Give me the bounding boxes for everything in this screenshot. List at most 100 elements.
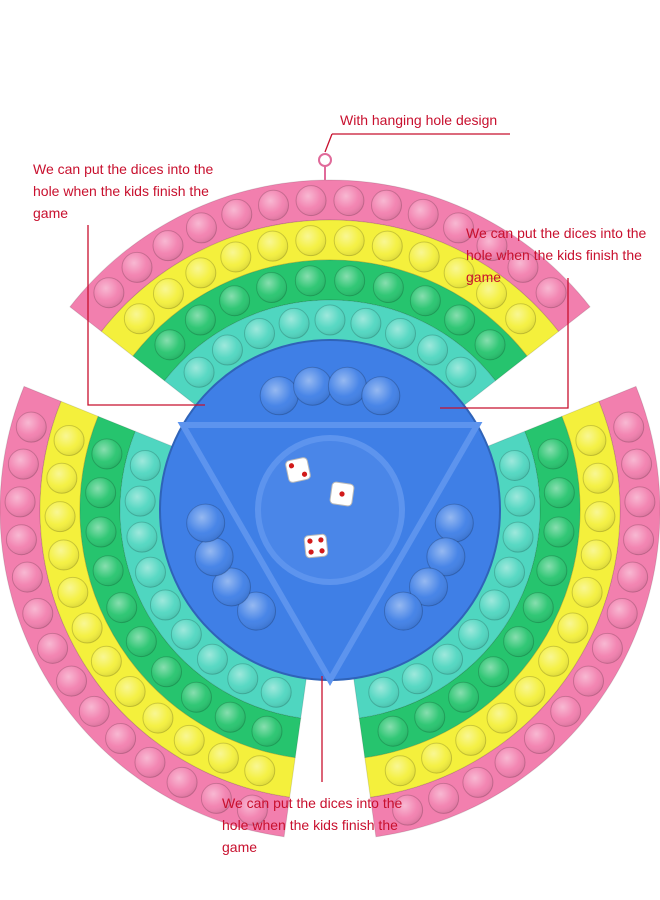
pop-bubble-shine: [244, 318, 275, 349]
pop-bubble-shine: [495, 747, 526, 778]
pop-bubble-shine: [174, 725, 205, 756]
pop-bubble-shine: [256, 272, 287, 303]
callout-leader-line: [87, 225, 205, 406]
pop-bubble-shine: [385, 755, 416, 786]
pop-bubble-large-shine: [212, 567, 251, 606]
pop-bubble-shine: [151, 656, 182, 687]
pop-bubble-shine: [135, 557, 166, 588]
pop-bubble-shine: [334, 225, 365, 256]
pop-bubble-large-shine: [361, 376, 400, 415]
pop-bubble-shine: [499, 450, 530, 481]
die-pip: [301, 471, 308, 477]
pop-bubble-shine: [153, 230, 184, 261]
pop-bubble-shine: [227, 663, 258, 694]
pop-bubble-shine: [124, 303, 155, 334]
pop-bubble-shine: [613, 412, 644, 443]
pop-bubble-shine: [91, 646, 122, 677]
pop-bubble-shine: [208, 743, 239, 774]
pop-bubble-shine: [514, 676, 545, 707]
pop-bubble-shine: [402, 663, 433, 694]
pop-bubble-shine: [186, 212, 217, 243]
pop-bubble-shine: [72, 613, 103, 644]
pop-bubble-shine: [428, 783, 459, 814]
die-pip: [339, 491, 345, 497]
pop-bubble-shine: [414, 702, 445, 733]
pop-bubble-shine: [181, 682, 212, 713]
pop-bubble-shine: [607, 598, 638, 629]
pop-bubble-large-shine: [384, 592, 423, 631]
pop-bubble-shine: [185, 257, 216, 288]
pop-bubble-shine: [621, 449, 652, 480]
pop-bubble-shine: [494, 557, 525, 588]
pop-bubble-large-shine: [186, 504, 225, 543]
callout-dice-hole-left: We can put the dices into the hole when …: [33, 158, 213, 224]
pop-bubble-large-shine: [195, 537, 234, 576]
pop-bubble-shine: [8, 449, 39, 480]
pop-bubble-shine: [432, 644, 463, 675]
pop-bubble-shine: [408, 199, 439, 230]
callout-dice-hole-bottom: We can put the dices into the hole when …: [222, 792, 402, 858]
pop-bubble-large-shine: [409, 567, 448, 606]
pop-bubble-shine: [86, 517, 117, 548]
center-play-area: [159, 339, 501, 687]
pop-bubble-shine: [572, 577, 603, 608]
pop-bubble-shine: [373, 272, 404, 303]
callout-leader-line: [324, 133, 333, 153]
pop-bubble-shine: [479, 590, 510, 620]
pop-bubble-shine: [126, 626, 157, 657]
pop-bubble-shine: [544, 477, 575, 508]
pop-bubble-shine: [372, 231, 403, 262]
pop-bubble-shine: [584, 501, 615, 532]
callout-left-line-3: game: [33, 205, 69, 221]
die-face: [285, 457, 311, 483]
pop-bubble-shine: [623, 524, 654, 555]
pop-bubble-shine: [378, 716, 409, 747]
pop-bubble-shine: [503, 626, 534, 657]
pop-bubble-shine: [296, 185, 327, 216]
pop-bubble-shine: [142, 703, 173, 734]
pop-bubble-shine: [476, 278, 507, 309]
pop-bubble-shine: [171, 619, 202, 650]
pop-bubble-shine: [130, 450, 161, 481]
callout-dice-hole-right: We can put the dices into the hole when …: [466, 222, 646, 288]
pop-bubble-shine: [421, 743, 452, 774]
pop-bubble-shine: [12, 562, 43, 593]
pop-bubble-shine: [478, 656, 509, 687]
die-two: [285, 457, 311, 483]
pop-bubble-shine: [215, 702, 246, 733]
pop-bubble-shine: [538, 646, 569, 677]
pop-bubble-shine: [455, 725, 486, 756]
callout-left-line-2: hole when the kids finish the: [33, 183, 209, 199]
pop-bubble-shine: [106, 592, 137, 623]
pop-bubble-shine: [334, 265, 365, 296]
pop-bubble-shine: [115, 676, 146, 707]
pop-bubble-shine: [5, 486, 36, 517]
pop-bubble-shine: [487, 703, 518, 734]
callout-leader-line: [440, 278, 569, 409]
pop-bubble-shine: [221, 199, 252, 230]
pop-bubble-large-shine: [328, 367, 367, 406]
hanging-hole: [318, 153, 332, 167]
pop-bubble-large-shine: [293, 367, 332, 406]
pop-bubble-shine: [37, 633, 68, 664]
pop-bubble-shine: [458, 619, 489, 650]
die-pip: [308, 549, 314, 555]
pop-bubble-shine: [93, 555, 124, 586]
pop-bubble-shine: [315, 305, 345, 335]
pop-bubble-shine: [536, 555, 567, 586]
pop-bubble-shine: [57, 577, 88, 608]
pop-bubble-shine: [184, 357, 215, 388]
pop-bubble-shine: [443, 212, 474, 243]
pop-bubble-shine: [261, 677, 292, 708]
pop-bubble-shine: [476, 230, 507, 261]
pop-bubble-shine: [6, 524, 37, 555]
die-pip: [288, 463, 295, 469]
callout-left-line-1: We can put the dices into the: [33, 161, 214, 177]
die-pip: [307, 538, 313, 544]
pop-bubble-shine: [368, 677, 399, 708]
pop-bubble-shine: [22, 598, 53, 629]
pop-bubble-shine: [575, 425, 606, 456]
pop-bubble-shine: [201, 783, 232, 814]
pop-bubble-shine: [392, 795, 423, 826]
callout-right-line-2: hole when the kids finish the: [466, 247, 642, 263]
